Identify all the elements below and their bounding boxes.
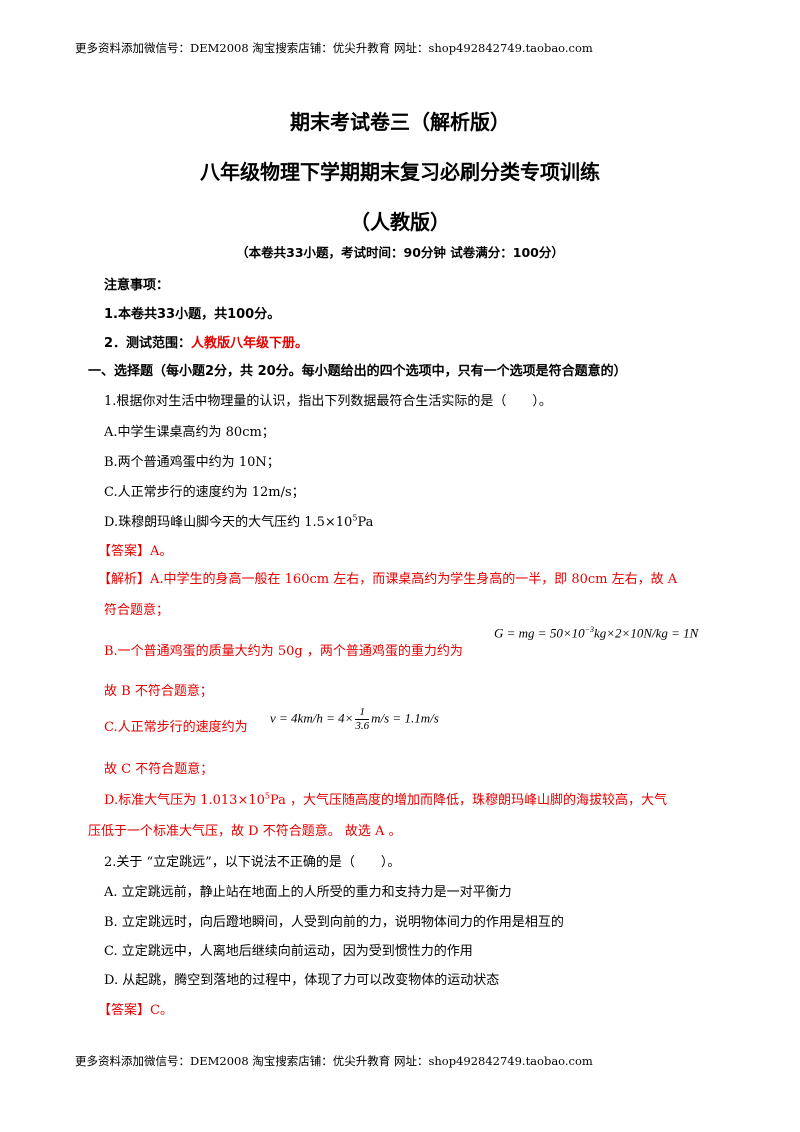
- q1-analysis-d1-suffix: Pa ，大气压随高度的增加而降低，珠穆朗玛峰山脚的海拔较高，大气: [269, 793, 668, 808]
- notes-item-2-prefix: 2．测试范围：: [104, 336, 192, 351]
- formula-gravity: G = mg = 50×10−3kg×2×10N/kg = 1N: [494, 625, 698, 641]
- page-header: 更多资料添加微信号：DEM2008 淘宝搜索店铺：优尖升教育 网址：shop49…: [75, 41, 593, 55]
- doc-title: 期末考试卷三（解析版）: [290, 110, 510, 134]
- q2-option-d: D. 从起跳，腾空到落地的过程中，体现了力可以改变物体的运动状态: [104, 973, 500, 988]
- q1-analysis-a1: 【解析】A.中学生的身高一般在 160cm 左右，而课桌高约为学生身高的一半，即…: [98, 572, 678, 587]
- doc-subtitle: 八年级物理下学期期末复习必刷分类专项训练: [200, 160, 600, 184]
- fraction-numerator: 1: [355, 706, 370, 720]
- q2-stem: 2.关于 “立定跳远”，以下说法不正确的是（ ）。: [104, 855, 401, 870]
- q1-analysis-d1-exp: 5: [264, 791, 270, 801]
- formula-speed-part2: m/s = 1.1m/s: [371, 710, 439, 726]
- formula-gravity-part2: kg×2×10N/kg = 1N: [594, 625, 699, 641]
- q1-option-a: A.中学生课桌高约为 80cm；: [104, 425, 275, 440]
- q1-analysis-b-end: 故 B 不符合题意；: [104, 684, 213, 699]
- notes-item-2: 2．测试范围：人教版八年级下册。: [104, 332, 308, 351]
- notes-heading: 注意事项：: [104, 278, 170, 293]
- q2-option-c: C. 立定跳远中，人离地后继续向前运动，因为受到惯性力的作用: [104, 944, 473, 959]
- q1-option-d-prefix: D.珠穆朗玛峰山脚今天的大气压约 1.5×10: [104, 515, 353, 530]
- formula-gravity-part1: G = mg = 50×10: [494, 625, 585, 641]
- q1-analysis-d2: 压低于一个标准大气压，故 D 不符合题意。 故选 A 。: [88, 824, 402, 839]
- q1-option-c: C.人正常步行的速度约为 12m/s；: [104, 485, 305, 500]
- exam-info: （本卷共33小题，考试时间：90分钟 试卷满分：100分）: [236, 245, 564, 260]
- q1-option-d: D.珠穆朗玛峰山脚今天的大气压约 1.5×105Pa: [104, 511, 373, 530]
- q1-analysis-a2: 符合题意；: [104, 603, 170, 618]
- q1-analysis-c: C.人正常步行的速度约为: [104, 720, 248, 735]
- q1-answer: 【答案】A。: [98, 544, 173, 559]
- q1-analysis-d1-prefix: D.标准大气压为 1.013×10: [104, 793, 265, 808]
- notes-item-1: 1.本卷共33小题，共100分。: [104, 307, 281, 322]
- doc-edition: （人教版）: [350, 210, 450, 234]
- page-footer: 更多资料添加微信号：DEM2008 淘宝搜索店铺：优尖升教育 网址：shop49…: [75, 1054, 593, 1068]
- q2-option-b: B. 立定跳远时，向后蹬地瞬间，人受到向前的力，说明物体间力的作用是相互的: [104, 915, 564, 930]
- q1-analysis-c-end: 故 C 不符合题意；: [104, 762, 214, 777]
- formula-gravity-exp: −3: [584, 625, 594, 634]
- q1-option-d-suffix: Pa: [357, 515, 374, 530]
- section-heading: 一、选择题（每小题2分，共 20分。每小题给出的四个选项中，只有一个选项是符合题…: [88, 364, 627, 379]
- q2-option-a: A. 立定跳远前，静止站在地面上的人所受的重力和支持力是一对平衡力: [104, 885, 512, 900]
- test-scope: 人教版八年级下册。: [191, 336, 309, 351]
- q1-option-b: B.两个普通鸡蛋中约为 10N；: [104, 455, 280, 470]
- q1-analysis-b: B.一个普通鸡蛋的质量大约为 50g ，两个普通鸡蛋的重力约为: [104, 644, 463, 659]
- q1-option-d-exp: 5: [352, 513, 358, 523]
- formula-speed-part1: v = 4km/h = 4×: [270, 710, 354, 726]
- fraction-denominator: 3.6: [355, 720, 370, 732]
- q1-stem: 1.根据你对生活中物理量的认识，指出下列数据最符合生活实际的是（ ）。: [104, 394, 552, 409]
- q1-analysis-d1: D.标准大气压为 1.013×105Pa ，大气压随高度的增加而降低，珠穆朗玛峰…: [104, 789, 667, 808]
- q2-answer: 【答案】C。: [98, 1003, 173, 1018]
